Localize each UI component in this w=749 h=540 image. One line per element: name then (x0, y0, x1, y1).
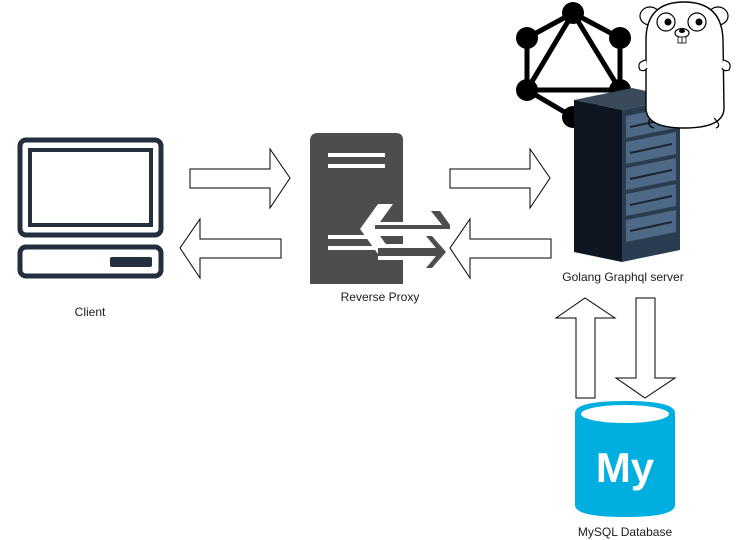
reverse-proxy-server-icon (310, 133, 450, 284)
mysql-database-icon: My (575, 401, 675, 517)
computer-monitor-icon (17, 137, 164, 279)
reverse-proxy-label: Reverse Proxy (340, 290, 420, 304)
mysql-logo-text: My (596, 444, 655, 491)
arrow-client-to-proxy (189, 147, 291, 210)
graphql-server-label: Golang Graphql server (562, 270, 684, 284)
arrow-proxy-to-server (449, 147, 551, 210)
go-gopher-icon (638, 1, 731, 129)
arrow-database-to-server (554, 297, 617, 399)
arrow-proxy-to-client (179, 217, 282, 280)
arrow-server-to-proxy (449, 217, 552, 280)
mysql-database-label: MySQL Database (577, 525, 673, 539)
client-label: Client (74, 305, 106, 319)
arrow-server-to-database (614, 297, 677, 399)
